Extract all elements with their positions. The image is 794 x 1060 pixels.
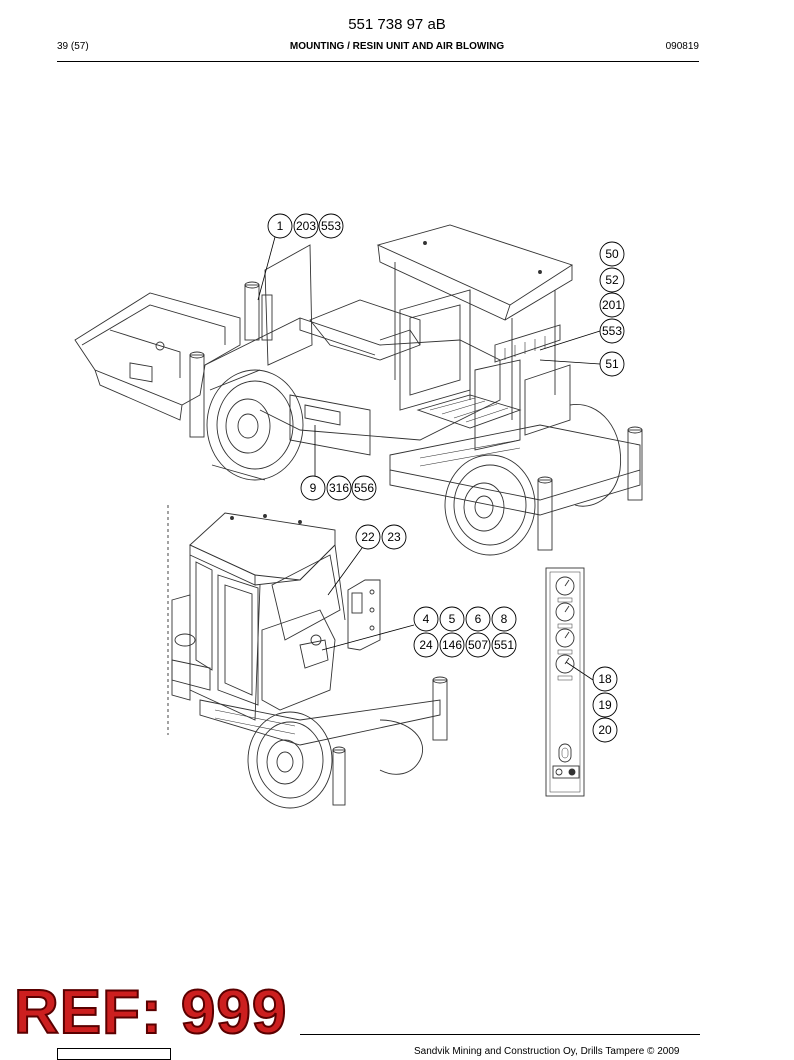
callout-22: 22 xyxy=(355,524,381,550)
callout-203a: 203 xyxy=(293,213,319,239)
callout-20-label: 20 xyxy=(598,723,612,737)
machine-upper-drawing xyxy=(74,224,643,556)
callout-8: 8 xyxy=(491,606,517,632)
callout-203-label: 203 xyxy=(296,219,316,233)
leader-lines-upper xyxy=(257,236,601,476)
callout-316-label: 316 xyxy=(329,481,349,495)
brand-logo-box xyxy=(57,1048,171,1060)
document-number: 551 738 97 aB xyxy=(348,16,446,33)
revision-code: 090819 xyxy=(665,41,699,52)
callout-201-label: 201 xyxy=(602,298,622,312)
page-title: MOUNTING / RESIN UNIT AND AIR BLOWING xyxy=(289,41,505,52)
copyright-footer: Sandvik Mining and Construction Oy, Dril… xyxy=(414,1046,680,1057)
callout-553-label: 553 xyxy=(321,219,341,233)
callout-201: 201 xyxy=(599,292,625,318)
callout-50: 50 xyxy=(599,241,625,267)
callout-1: 1 xyxy=(267,213,293,239)
callout-4-label: 4 xyxy=(423,612,430,626)
callout-556: 556 xyxy=(351,475,377,501)
callout-23-label: 23 xyxy=(387,530,401,544)
callout-553a: 553 xyxy=(318,213,344,239)
control-panel-drawing xyxy=(545,567,585,797)
callout-5: 5 xyxy=(439,606,465,632)
callout-553-label: 553 xyxy=(602,324,622,338)
callout-52-label: 52 xyxy=(605,273,619,287)
page-number: 39 (57) xyxy=(57,41,89,52)
callout-51: 51 xyxy=(599,351,625,377)
callout-19: 19 xyxy=(592,692,618,718)
ref-stamp: REF: 999 xyxy=(13,978,288,1047)
callout-551: 551 xyxy=(491,632,517,658)
callout-52: 52 xyxy=(599,267,625,293)
callout-5-label: 5 xyxy=(449,612,456,626)
callout-146-label: 146 xyxy=(442,638,462,652)
callout-24-label: 24 xyxy=(419,638,433,652)
callout-24: 24 xyxy=(413,632,439,658)
callouts: 1 203 553 50 52 201 553 51 9 316 556 22 … xyxy=(267,213,625,743)
callout-553b: 553 xyxy=(599,318,625,344)
callout-9-label: 9 xyxy=(310,481,317,495)
callout-18: 18 xyxy=(592,666,618,692)
header-rule xyxy=(57,61,699,62)
callout-507: 507 xyxy=(465,632,491,658)
callout-50-label: 50 xyxy=(605,247,619,261)
callout-9: 9 xyxy=(300,475,326,501)
callout-551-label: 551 xyxy=(494,638,514,652)
machine-lower-drawing xyxy=(167,505,448,809)
callout-8-label: 8 xyxy=(501,612,508,626)
callout-4: 4 xyxy=(413,606,439,632)
callout-20: 20 xyxy=(592,717,618,743)
callout-507-label: 507 xyxy=(468,638,488,652)
callout-316: 316 xyxy=(326,475,352,501)
callout-1-label: 1 xyxy=(277,219,284,233)
footer-rule xyxy=(300,1034,700,1035)
callout-51-label: 51 xyxy=(605,357,619,371)
callout-556-label: 556 xyxy=(354,481,374,495)
leader-lines-lower xyxy=(321,547,594,681)
callout-22-label: 22 xyxy=(361,530,375,544)
callout-6: 6 xyxy=(465,606,491,632)
callout-146: 146 xyxy=(439,632,465,658)
callout-19-label: 19 xyxy=(598,698,612,712)
callout-18-label: 18 xyxy=(598,672,612,686)
callout-23: 23 xyxy=(381,524,407,550)
callout-6-label: 6 xyxy=(475,612,482,626)
